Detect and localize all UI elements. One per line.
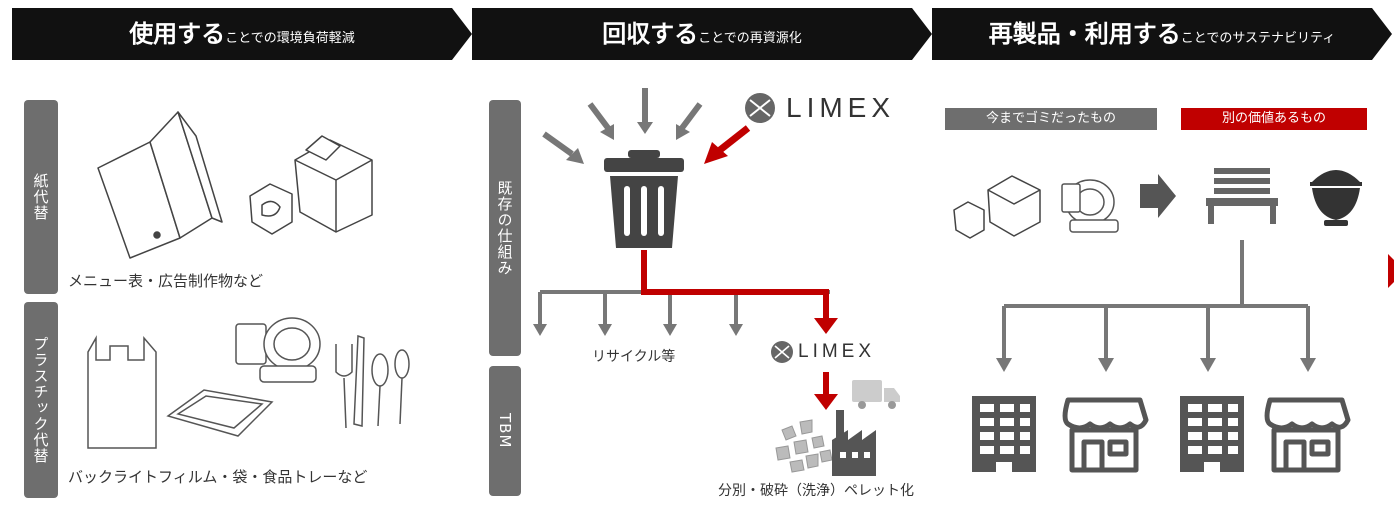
distribution-arrow-heads xyxy=(996,358,1316,372)
banner-use: 使用することでの環境負荷軽減 xyxy=(12,8,472,60)
incoming-arrows xyxy=(542,88,703,164)
plastic-bag-icon xyxy=(87,335,157,449)
used-takeout-box-icon xyxy=(953,175,1041,239)
recycle-branch-lines xyxy=(538,290,830,326)
recycle-arrow-heads xyxy=(533,324,743,336)
recycle-caption: リサイクル等 xyxy=(592,349,676,365)
banner-reuse: 再製品・利用することでのサステナビリティ xyxy=(932,8,1392,60)
takeout-box-icon xyxy=(249,135,373,235)
pellets-icon xyxy=(775,419,833,473)
banner-collect-subtitle: ことでの再資源化 xyxy=(698,31,802,46)
chevron-arrow-shape xyxy=(12,8,472,60)
banner-use-title: 使用する xyxy=(129,20,226,48)
chevron-arrow-shape xyxy=(472,8,932,60)
process-caption: 分別・破砕（洗浄）ペレット化 xyxy=(718,483,914,499)
folded-menu-icon xyxy=(97,111,223,259)
factory-icon xyxy=(832,410,876,476)
cutlery-icon xyxy=(335,334,410,429)
used-plates-icon xyxy=(1061,179,1119,233)
right-edge-marker-icon xyxy=(1388,254,1394,288)
banner-collect-title: 回収する xyxy=(602,20,699,48)
banner-reuse-title: 再製品・利用する xyxy=(988,20,1181,48)
plastic-alternative-label: プラスチック代替 xyxy=(24,302,58,498)
banner-use-subtitle: ことでの環境負荷軽減 xyxy=(225,31,355,46)
transform-arrow-icon xyxy=(1140,174,1176,218)
plastic-caption: バックライトフィルム・袋・食品トレーなど xyxy=(68,468,368,486)
distribution-lines xyxy=(1002,240,1310,360)
truck-icon xyxy=(852,380,900,409)
paper-alternative-label: 紙代替 xyxy=(24,100,58,294)
shop-icon xyxy=(1062,397,1149,473)
food-tray-icon xyxy=(166,317,321,437)
existing-system-label: 既存の仕組み xyxy=(489,100,521,356)
limex-logo-small: LIMEX xyxy=(798,341,876,362)
bench-icon xyxy=(1206,168,1278,224)
banner-reuse-subtitle: ことでのサステナビリティ xyxy=(1180,31,1336,46)
trash-can-icon xyxy=(604,150,684,248)
before-tag: 今までゴミだったもの xyxy=(945,108,1157,130)
limex-logo: LIMEX xyxy=(786,92,896,123)
chevron-arrow-shape xyxy=(932,8,1392,60)
limex-logo-mark xyxy=(745,93,793,363)
after-tag: 別の価値あるもの xyxy=(1181,108,1367,130)
office-building-icon xyxy=(972,396,1036,472)
shop-icon xyxy=(1264,397,1351,473)
bowl-icon xyxy=(1310,170,1362,226)
red-limex-path xyxy=(641,250,838,410)
office-building-icon xyxy=(1180,396,1244,472)
paper-caption: メニュー表・広告制作物など xyxy=(68,272,264,290)
red-arrow-from-limex xyxy=(704,125,751,164)
tbm-label: TBM xyxy=(489,366,521,496)
banner-collect: 回収することでの再資源化 xyxy=(472,8,932,60)
